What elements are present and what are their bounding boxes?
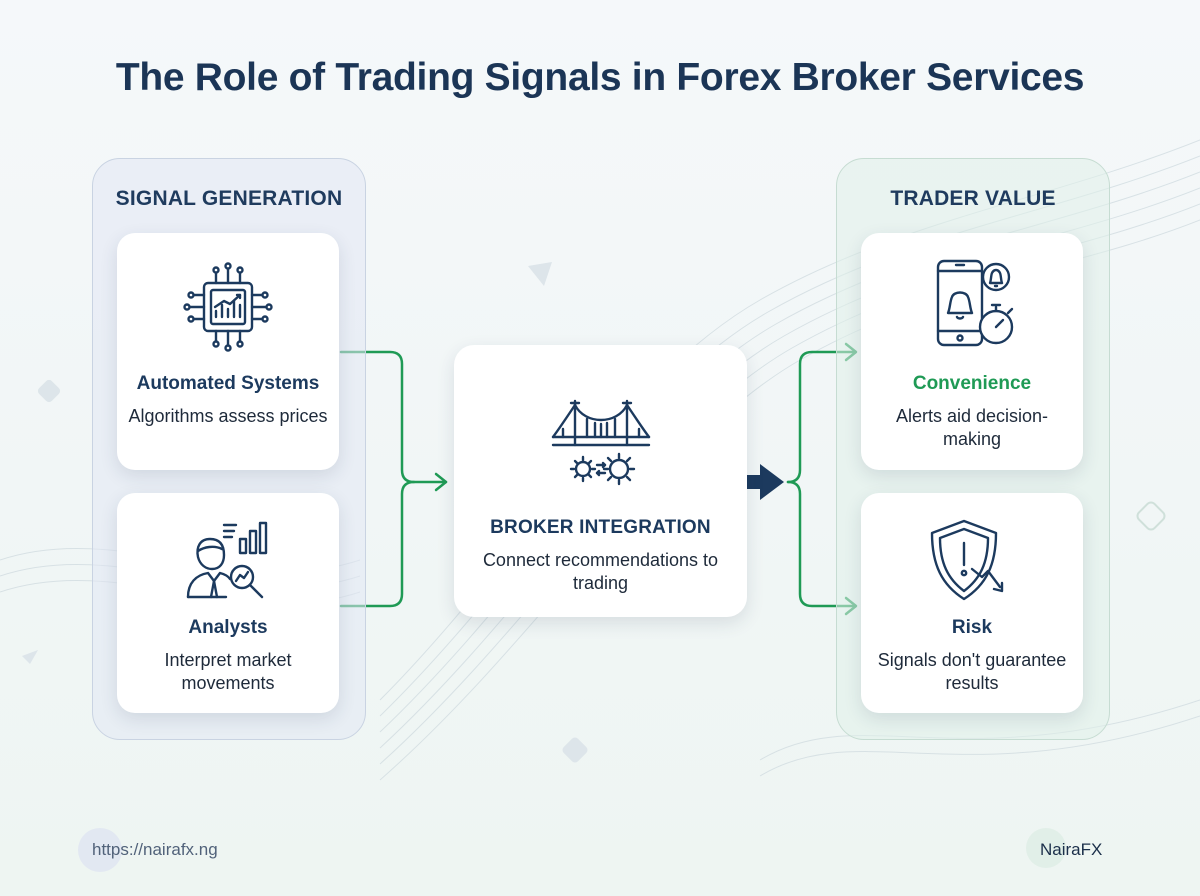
analyst-magnifier-icon [186,521,268,599]
signal-generation-title: SIGNAL GENERATION [115,187,343,210]
phone-alert-stopwatch-icon [936,259,1014,347]
analysts-card: Analysts Interpret market movements [117,493,339,713]
automated-systems-desc: Algorithms assess prices [128,406,328,426]
analysts-desc: Interpret market movements [164,650,292,693]
automated-systems-title: Automated Systems [136,373,320,394]
convenience-card: Convenience Alerts aid decision-making [861,233,1083,470]
broker-integration-card: BROKER INTEGRATION Connect recommendatio… [454,345,747,617]
risk-title: Risk [951,617,993,638]
page-title: The Role of Trading Signals in Forex Bro… [115,56,1085,99]
broker-integration-desc: Connect recommendations to trading [482,550,719,593]
shield-warning-icon [930,519,1004,601]
trader-value-title: TRADER VALUE [890,187,1056,210]
convenience-desc: Alerts aid decision-making [895,406,1049,449]
broker-integration-title: BROKER INTEGRATION [490,517,711,538]
risk-card: Risk Signals don't guarantee results [861,493,1083,713]
ai-chip-chart-icon [183,262,273,352]
flow-arrow [731,464,784,500]
analysts-title: Analysts [188,617,268,638]
risk-desc: Signals don't guarantee results [877,650,1067,693]
footer-url[interactable]: https://nairafx.ng [92,840,218,859]
bridge-gears-icon [551,399,650,486]
footer-brand: NairaFX [1040,840,1103,859]
automated-systems-card: Automated Systems Algorithms assess pric… [117,233,339,470]
convenience-title: Convenience [912,373,1032,394]
